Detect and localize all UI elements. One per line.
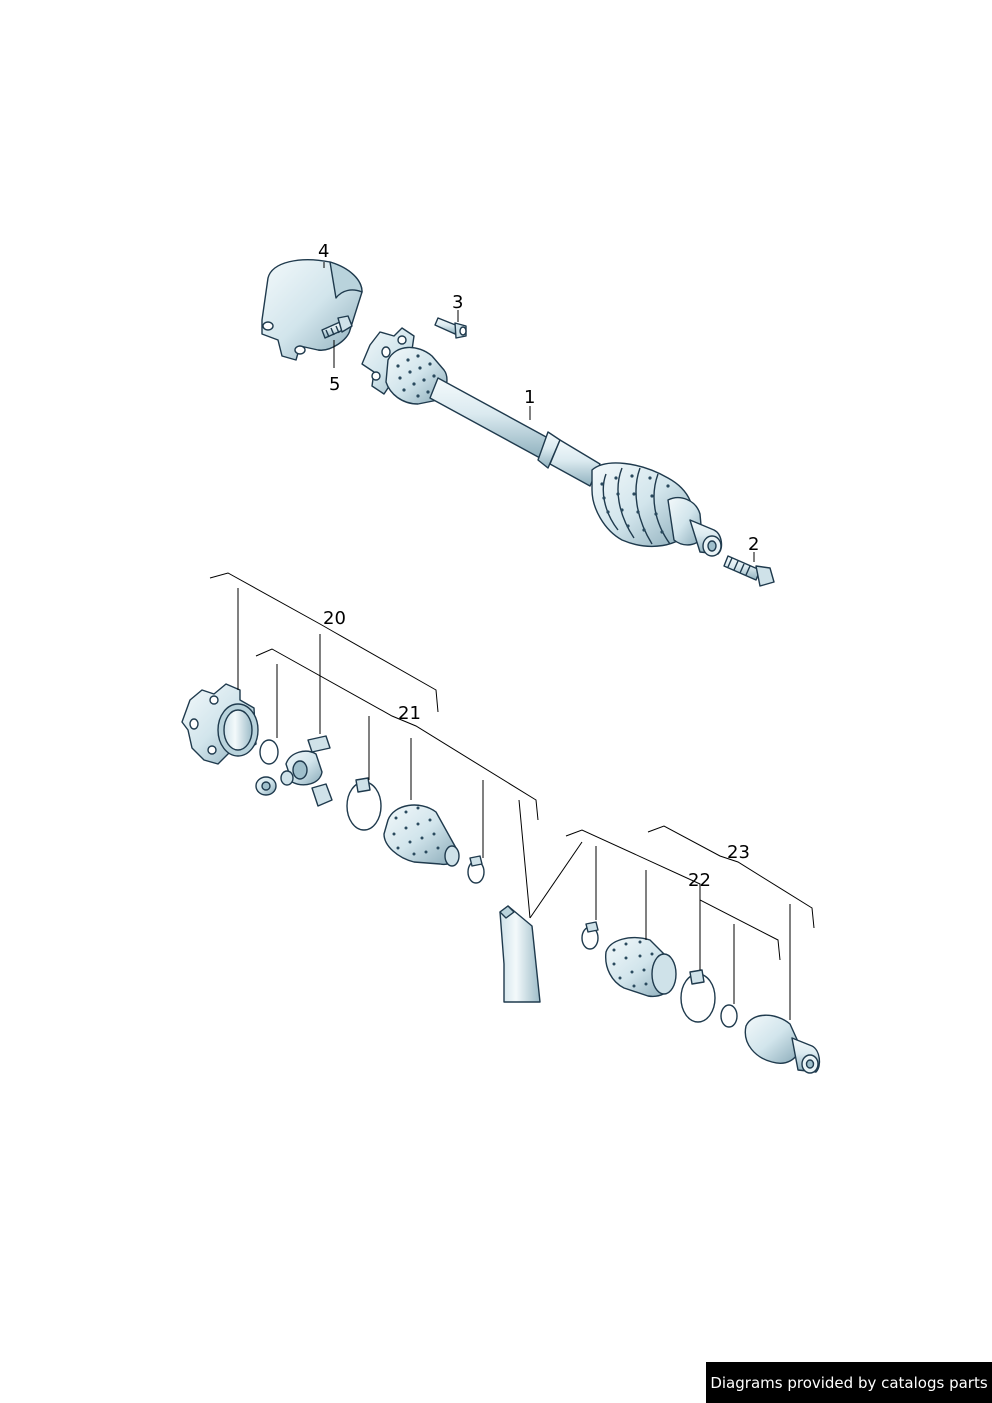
- bracket-21: [255, 648, 539, 821]
- callout-5: 5: [329, 374, 340, 395]
- callout-2: 2: [748, 534, 759, 555]
- heat-shield-part: [261, 259, 363, 361]
- callout-21: 21: [398, 703, 421, 724]
- bracket-22: [565, 829, 781, 961]
- callout-1: 1: [524, 387, 535, 408]
- outer-hose-clamp-large-part: [680, 969, 716, 1023]
- hose-clamp-small-part: [467, 855, 485, 884]
- inner-boot-part: [383, 804, 460, 867]
- outer-boot-part: [605, 936, 677, 998]
- circlip-part: [259, 739, 279, 765]
- callout-23: 23: [727, 842, 750, 863]
- callout-20: 20: [323, 608, 346, 629]
- bolt-part-2: [723, 555, 775, 587]
- hose-clamp-large-part: [346, 777, 382, 831]
- callout-4: 4: [318, 241, 329, 262]
- outer-cv-joint-part: [744, 1014, 821, 1074]
- callout-22: 22: [688, 870, 711, 891]
- outer-circlip-part: [720, 1004, 738, 1028]
- roller-part: [255, 776, 277, 796]
- spider-part: [280, 735, 333, 807]
- bracket-21-drop-grease: [518, 799, 531, 919]
- drive-shaft-part: [361, 327, 723, 557]
- bracket-20: [209, 572, 439, 713]
- bracket-23: [647, 825, 815, 929]
- bolt-part-3: [434, 317, 467, 339]
- callout-3: 3: [452, 292, 463, 313]
- credit-banner: Diagrams provided by catalogs parts: [706, 1362, 992, 1403]
- bracket-22-drop-grease: [529, 841, 583, 919]
- bolt-part-5: [321, 315, 353, 339]
- inner-joint-housing-part: [181, 683, 259, 765]
- grease-tube-part: [499, 905, 541, 1003]
- outer-hose-clamp-small-part: [581, 921, 599, 950]
